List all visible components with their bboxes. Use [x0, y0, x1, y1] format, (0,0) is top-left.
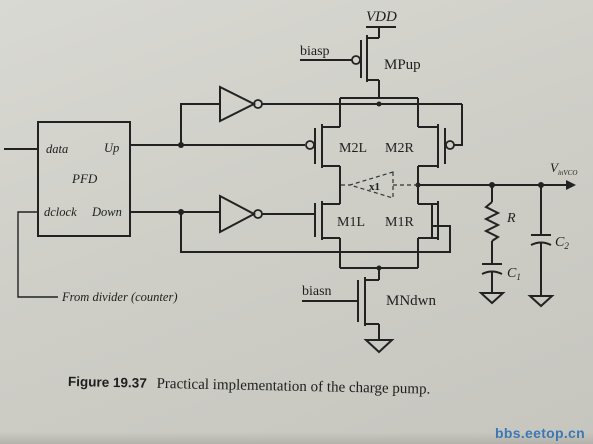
m1l-label: M1L: [337, 215, 365, 230]
biasn-label: biasn: [302, 284, 332, 299]
up-bar-node: [376, 101, 382, 107]
c2-bottom-plate: [530, 241, 552, 246]
mndwn-label: MNdwn: [386, 293, 437, 309]
nmos-merge-node: [376, 265, 382, 271]
buffer-label: x1: [369, 181, 380, 193]
pfd-data-label: data: [46, 142, 68, 156]
m2r-gate-wire: [454, 104, 463, 146]
c1-bottom-plate: [481, 270, 503, 275]
mpup-label: MPup: [384, 57, 421, 73]
down-inverter: [219, 194, 257, 234]
resistor: [483, 201, 501, 242]
mndwn-ground-icon: [363, 339, 395, 354]
figure-caption: Figure 19.37 Practical implementation of…: [68, 374, 588, 402]
up-inverter: [219, 85, 257, 123]
output-label: VinVCO: [550, 160, 577, 177]
m2l-label: M2L: [339, 141, 367, 156]
biasp-label: biasp: [300, 44, 330, 59]
pfd-down-label: Down: [91, 205, 122, 219]
figure-number: Figure 19.37: [67, 374, 147, 391]
divider-feedback-wire: [17, 211, 58, 298]
pfd-block: [37, 121, 131, 237]
m2r-label: M2R: [385, 141, 414, 156]
c1-label: C1: [507, 266, 521, 282]
vdd-label: VDD: [366, 9, 397, 25]
page-bottom-edge: [0, 432, 593, 444]
caption-text: Practical implementation of the charge p…: [156, 375, 431, 398]
pfd-up-label: Up: [104, 141, 119, 155]
up-inverter-input: [180, 103, 220, 145]
m1r-label: M1R: [385, 215, 414, 230]
m2l-gate-bubble: [305, 140, 315, 150]
divider-note: From divider (counter): [61, 290, 177, 304]
m2r-gate-bubble: [445, 140, 455, 150]
down-to-m1r-wire: [180, 212, 451, 253]
unity-buffer: [347, 171, 394, 199]
mpup-gate-bubble: [351, 55, 361, 65]
c1-ground-icon: [478, 292, 506, 305]
watermark: bbs.eetop.cn: [495, 425, 585, 441]
pfd-dclock-label: dclock: [44, 205, 77, 219]
charge-pump-schematic: data Up PFD dclock Down From divider (co…: [4, 9, 577, 354]
c2-label: C2: [555, 235, 569, 251]
resistor-label: R: [506, 211, 516, 226]
pfd-title: PFD: [71, 171, 98, 186]
output-arrow-icon: [566, 180, 576, 190]
c2-ground-icon: [527, 295, 555, 308]
